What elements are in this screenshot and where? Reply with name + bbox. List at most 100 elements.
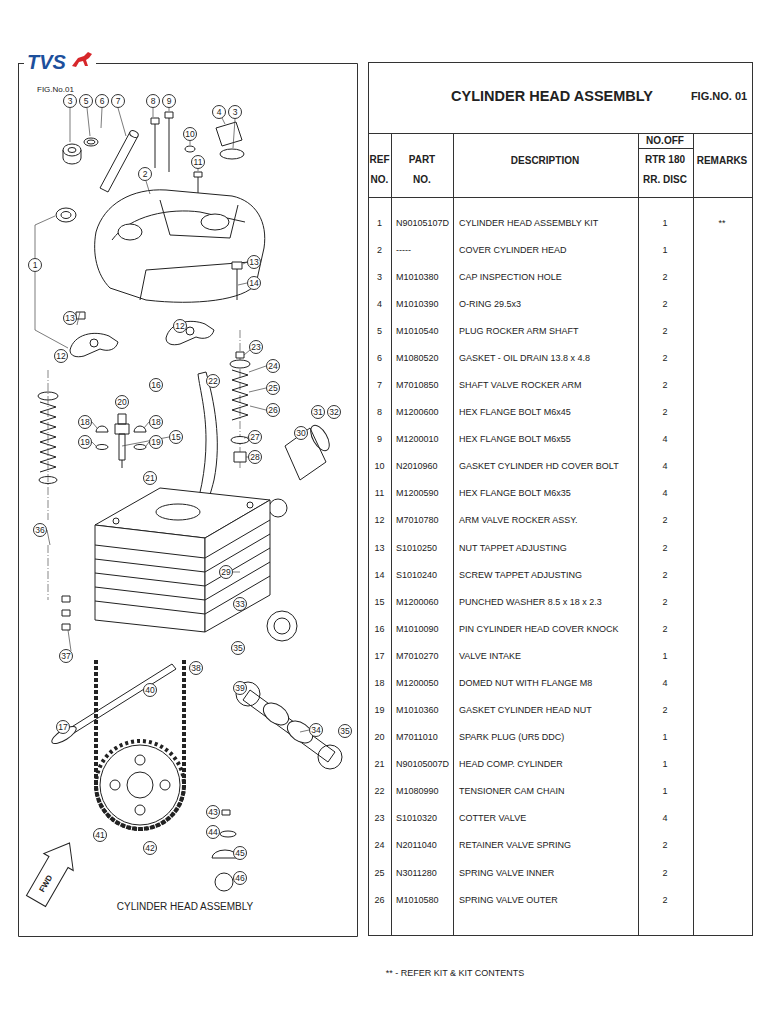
part-number: -----	[396, 245, 411, 256]
rocker-arm	[186, 327, 194, 335]
quantity: 2	[662, 299, 667, 310]
parts-table-frame	[368, 63, 753, 936]
quantity: 2	[662, 840, 667, 851]
brand-horse	[72, 52, 92, 67]
callout-number: 16	[149, 378, 163, 392]
domed-nut	[96, 445, 108, 450]
part-number: M1080520	[396, 353, 439, 364]
ref-number: 24	[374, 840, 384, 851]
part-drawing	[21, 112, 342, 909]
direction-label: FWD	[37, 874, 54, 895]
ref-number: 2	[377, 245, 382, 256]
cam-bearing	[267, 611, 297, 641]
ref-number: 6	[377, 353, 382, 364]
part-number: M7010850	[396, 380, 439, 391]
rocker-arm	[70, 333, 118, 356]
leader-line	[35, 108, 309, 732]
callout-number: 12	[173, 319, 187, 333]
valve-spring-right	[234, 452, 246, 462]
quantity: 4	[662, 488, 667, 499]
part-number: M1200600	[396, 407, 439, 418]
part-description: CYLINDER HEAD ASSEMBLY KIT	[459, 218, 598, 229]
inspection-cap	[63, 144, 81, 164]
cam-chain	[96, 660, 184, 829]
column-header: REF NO.	[368, 150, 391, 190]
oil-drain-gasket	[56, 208, 76, 222]
ref-number: 13	[374, 543, 384, 554]
quantity: 1	[662, 218, 667, 229]
quantity: 4	[662, 461, 667, 472]
cam-sprocket	[135, 755, 145, 765]
quantity: 2	[662, 407, 667, 418]
part-description: NUT TAPPET ADJUSTING	[459, 543, 567, 554]
parts-table-frame	[368, 133, 752, 935]
quantity: 2	[662, 705, 667, 716]
part-description: HEX FLANGE BOLT M6x55	[459, 434, 571, 445]
quantity: 1	[662, 732, 667, 743]
callout-number: 13	[247, 255, 261, 269]
part-number: S1010240	[396, 570, 437, 581]
callout-number: 32	[327, 405, 341, 419]
cam-chain	[96, 660, 184, 829]
sprocket-bolt	[220, 831, 236, 837]
sprocket-bolt	[215, 873, 233, 891]
cylinder-head	[95, 520, 270, 614]
ref-number: 10	[374, 461, 384, 472]
callout-number: 20	[115, 395, 129, 409]
callout-number: 42	[143, 841, 157, 855]
ref-number: 25	[374, 868, 384, 879]
table-title: CYLINDER HEAD ASSEMBLY	[451, 88, 653, 105]
part-number: M1010580	[396, 895, 439, 906]
cam-bearing	[274, 618, 290, 634]
camshaft	[236, 682, 342, 769]
callout-number: 3	[63, 94, 77, 108]
part-description: RETAINER VALVE SPRING	[459, 840, 571, 851]
quantity: 4	[662, 678, 667, 689]
part-number: M1010380	[396, 272, 439, 283]
inspection-cap	[68, 148, 76, 153]
cylinder-head	[156, 504, 200, 520]
rocker-shaft	[100, 129, 139, 192]
callout-number: 19	[78, 435, 92, 449]
quantity: 2	[662, 543, 667, 554]
callout-number: 4	[212, 105, 226, 119]
callout-number: 24	[266, 359, 280, 373]
leader-line	[244, 350, 266, 457]
figure-frame	[18, 64, 358, 937]
callout-number: 21	[143, 471, 157, 485]
inspection-cap	[63, 144, 81, 156]
ref-number: 18	[374, 678, 384, 689]
part-description: PIN CYLINDER HEAD COVER KNOCK	[459, 624, 619, 635]
part-description: SPRING VALVE OUTER	[459, 895, 558, 906]
quantity: 2	[662, 515, 667, 526]
column-header: NO.OFF	[646, 135, 684, 147]
ref-number: 22	[374, 786, 384, 797]
quantity: 4	[662, 813, 667, 824]
part-number: N3011280	[396, 868, 437, 879]
ref-number: 23	[374, 813, 384, 824]
tappet-screw	[76, 262, 242, 319]
callout-number: 13	[63, 311, 77, 325]
figure-frame	[18, 64, 358, 937]
quantity: 2	[662, 272, 667, 283]
part-description: HEX FLANGE BOLT M6x45	[459, 407, 571, 418]
valve-spring-right	[232, 370, 248, 420]
part-description: SCREW TAPPET ADJUSTING	[459, 570, 582, 581]
cylinder-head-cover	[118, 224, 142, 240]
tappet-screw	[237, 269, 238, 300]
shim-stack	[62, 596, 70, 630]
callout-number: 10	[183, 127, 197, 141]
callout-number: 11	[191, 155, 205, 169]
callout-number: 45	[233, 846, 247, 860]
ref-number: 15	[374, 597, 384, 608]
callout-number: 25	[266, 381, 280, 395]
ref-number: 9	[377, 434, 382, 445]
tappet-screw	[76, 262, 242, 319]
ref-number: 3	[377, 272, 382, 283]
callout-number: 2	[138, 167, 152, 181]
callout-number: 39	[233, 681, 247, 695]
part-description: ARM VALVE ROCKER ASSY.	[459, 515, 578, 526]
part-number: M1200010	[396, 434, 439, 445]
bolt-gasket	[185, 146, 202, 198]
